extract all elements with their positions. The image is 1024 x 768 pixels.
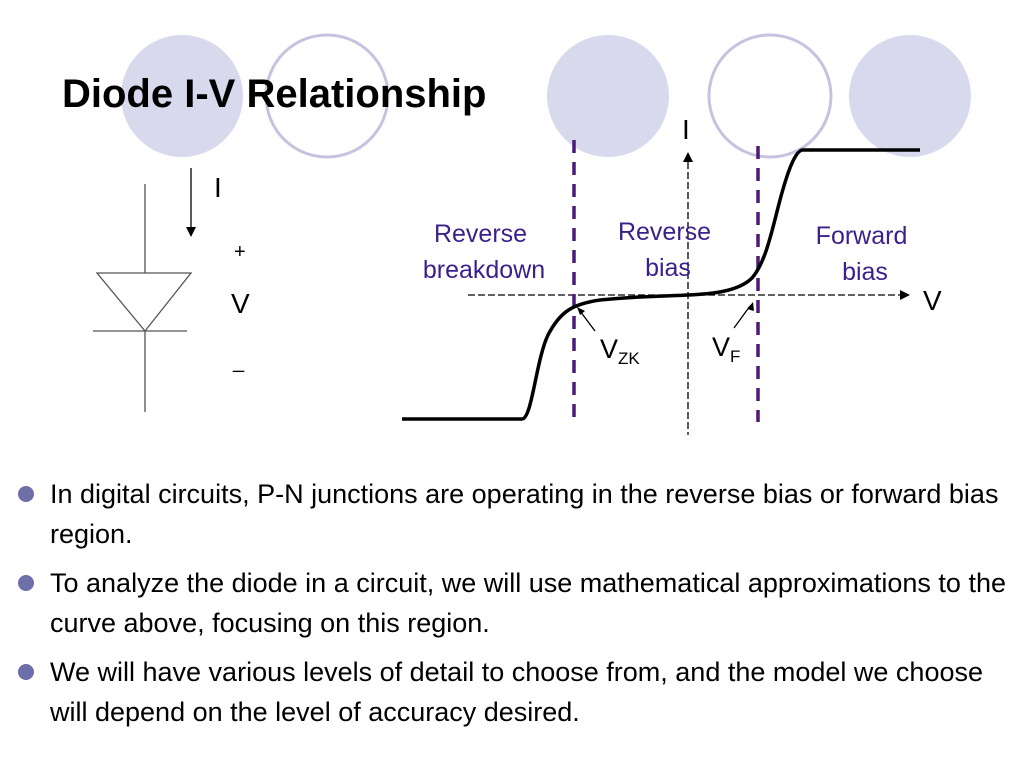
diode-triangle	[95, 272, 193, 333]
bullet-dot-icon	[18, 486, 34, 502]
bullet-dot-icon	[18, 575, 34, 591]
v-axis-label: V	[923, 285, 942, 316]
label-reverse-breakdown: Reverse breakdown	[423, 220, 545, 284]
current-arrow	[186, 168, 196, 237]
slide-title: Diode I-V Relationship	[62, 72, 487, 116]
bullet-dot-icon	[18, 664, 34, 680]
label-forward-bias: Forward bias	[816, 222, 915, 286]
vf-label: VF	[712, 332, 740, 366]
bullet-list: In digital circuits, P-N junctions are o…	[16, 474, 1020, 741]
bullet-item: To analyze the diode in a circuit, we wi…	[16, 563, 1020, 643]
decor-circle-3	[547, 35, 669, 157]
vzk-label: VZK	[600, 334, 640, 368]
i-axis-arrowhead	[683, 152, 693, 162]
bullet-item: In digital circuits, P-N junctions are o…	[16, 474, 1020, 554]
diode-plus-label: +	[234, 241, 246, 263]
diode-symbol	[93, 184, 193, 412]
decor-circle-4	[707, 33, 833, 159]
diode-minus-label: _	[232, 351, 245, 373]
decor-circle-5	[849, 35, 971, 157]
vzk-pointer-arrow	[577, 307, 596, 332]
bullet-text: We will have various levels of detail to…	[50, 657, 983, 727]
iv-graph: I V Reverse breakdown Reverse bias Forwa…	[402, 114, 942, 435]
iv-curve	[402, 148, 920, 421]
decor-circle-2	[264, 33, 390, 159]
label-reverse-bias: Reverse bias	[618, 218, 718, 282]
bullet-item: We will have various levels of detail to…	[16, 652, 1020, 732]
bullet-text: In digital circuits, P-N junctions are o…	[50, 479, 999, 549]
i-axis-label: I	[682, 114, 690, 145]
bullet-text: To analyze the diode in a circuit, we wi…	[50, 568, 1006, 638]
diode-current-label: I	[214, 172, 222, 203]
decor-circle-1	[121, 35, 243, 157]
vf-pointer-arrow	[733, 302, 754, 329]
v-axis-arrowhead	[900, 290, 910, 300]
diode-voltage-label: V	[231, 288, 250, 319]
